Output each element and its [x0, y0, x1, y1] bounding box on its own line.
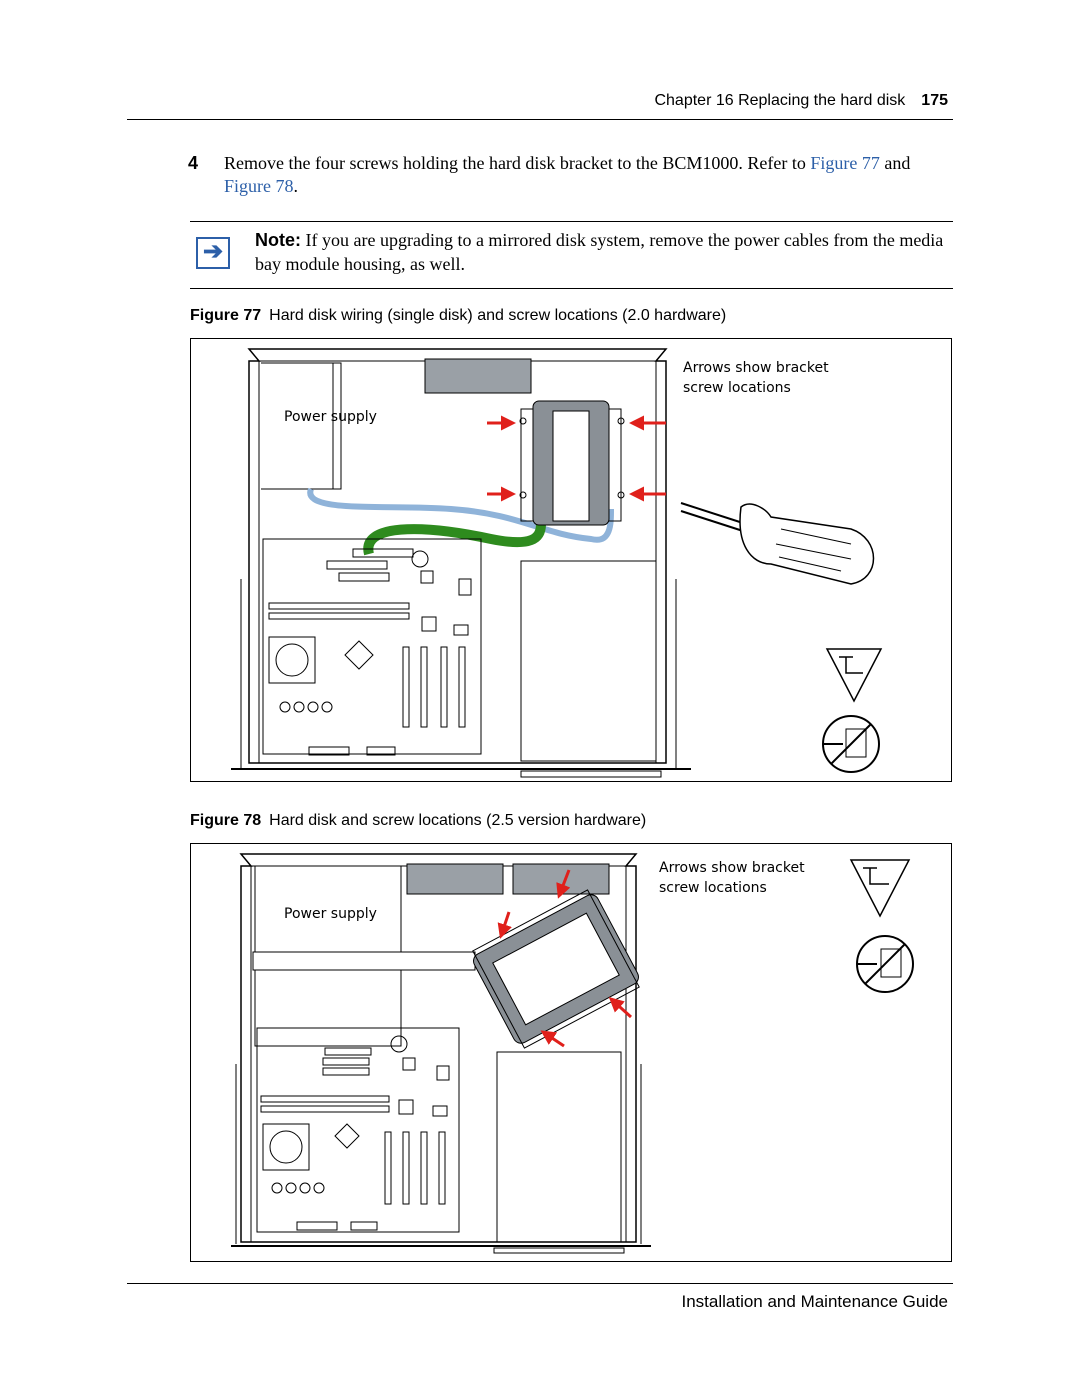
figure-78-caption: Figure 78 Hard disk and screw locations (…	[190, 812, 646, 830]
figure-78-link[interactable]: Figure 78	[224, 176, 294, 196]
footer-rule	[127, 1283, 953, 1284]
step-text: Remove the four screws holding the hard …	[224, 152, 958, 198]
figure-78-caption-text: Hard disk and screw locations (2.5 versi…	[269, 812, 647, 829]
step-end: .	[293, 176, 299, 196]
figure-78: Power supply Arrows show bracket screw l…	[190, 843, 952, 1262]
arrow-right-icon: ➔	[196, 237, 230, 269]
power-supply-label: Power supply	[284, 409, 377, 425]
figure-78-label: Figure 78	[190, 812, 262, 829]
running-header: Chapter 16 Replacing the hard disk 175	[654, 92, 948, 110]
note-top-rule	[190, 221, 953, 222]
callout-line-2: screw locations	[683, 380, 791, 396]
header-rule	[127, 119, 953, 120]
figure-77-link[interactable]: Figure 77	[810, 153, 880, 173]
figure-77: Power supply Arrows show bracket screw l…	[190, 338, 952, 782]
figure-77-label: Figure 77	[190, 307, 262, 324]
footer-title: Installation and Maintenance Guide	[681, 1292, 948, 1311]
step-body: Remove the four screws holding the hard …	[224, 153, 811, 173]
page-number: 175	[921, 92, 948, 109]
step-mid: and	[879, 153, 911, 173]
figure-78-illustration: Power supply Arrows show bracket screw l…	[231, 853, 914, 1254]
step-number: 4	[188, 153, 199, 173]
figure-77-illustration: Power supply Arrows show bracket screw l…	[231, 348, 883, 778]
step-4: 4 Remove the four screws holding the har…	[188, 152, 958, 198]
callout-line-1: Arrows show bracket	[683, 360, 829, 376]
chapter-title: Chapter 16 Replacing the hard disk	[654, 92, 906, 109]
figure-77-caption: Figure 77 Hard disk wiring (single disk) …	[190, 307, 726, 325]
note: Note: If you are upgrading to a mirrored…	[255, 228, 955, 276]
note-bottom-rule	[190, 288, 953, 289]
figure-77-caption-text: Hard disk wiring (single disk) and screw…	[269, 307, 727, 324]
power-supply-label-78: Power supply	[284, 906, 377, 922]
note-text: If you are upgrading to a mirrored disk …	[255, 230, 944, 274]
note-label: Note:	[255, 230, 301, 250]
callout-line-2-78: screw locations	[659, 880, 767, 896]
callout-line-1-78: Arrows show bracket	[659, 860, 805, 876]
